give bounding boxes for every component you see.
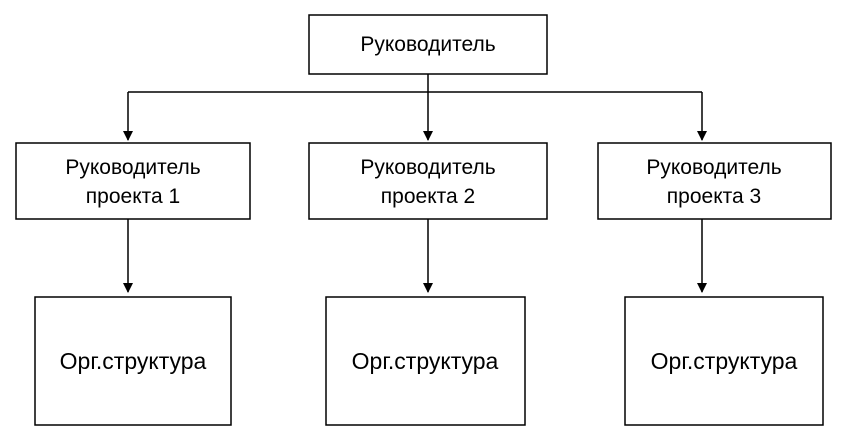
project-manager-node-2: Руководитель проекта 2 — [308, 142, 548, 220]
project-manager-3-line2: проекта 3 — [667, 185, 761, 208]
org-structure-box-1 — [34, 296, 232, 426]
project-manager-box-2 — [308, 142, 548, 220]
org-structure-2-label: Орг.структура — [352, 348, 499, 374]
project-manager-1-line1: Руководитель — [65, 156, 200, 179]
org-structure-3-label: Орг.структура — [651, 348, 798, 374]
org-structure-node-3: Орг.структура — [624, 296, 824, 426]
project-manager-node-1: Руководитель проекта 1 — [15, 142, 251, 220]
project-manager-1-line2: проекта 1 — [86, 185, 180, 208]
org-structure-box-3 — [624, 296, 824, 426]
project-manager-2-line1: Руководитель — [360, 156, 495, 179]
project-manager-3-line1: Руководитель — [646, 156, 781, 179]
project-manager-box-3 — [597, 142, 832, 220]
connectors — [123, 74, 707, 293]
top-manager-box — [308, 14, 548, 75]
project-manager-2-line2: проекта 2 — [381, 185, 475, 208]
org-structure-node-1: Орг.структура — [34, 296, 232, 426]
project-manager-node-3: Руководитель проекта 3 — [597, 142, 832, 220]
top-manager-label: Руководитель — [360, 33, 495, 56]
org-structure-box-2 — [325, 296, 526, 426]
org-structure-node-2: Орг.структура — [325, 296, 526, 426]
org-structure-1-label: Орг.структура — [60, 348, 207, 374]
project-manager-box-1 — [15, 142, 251, 220]
top-manager-node: Руководитель — [308, 14, 548, 75]
